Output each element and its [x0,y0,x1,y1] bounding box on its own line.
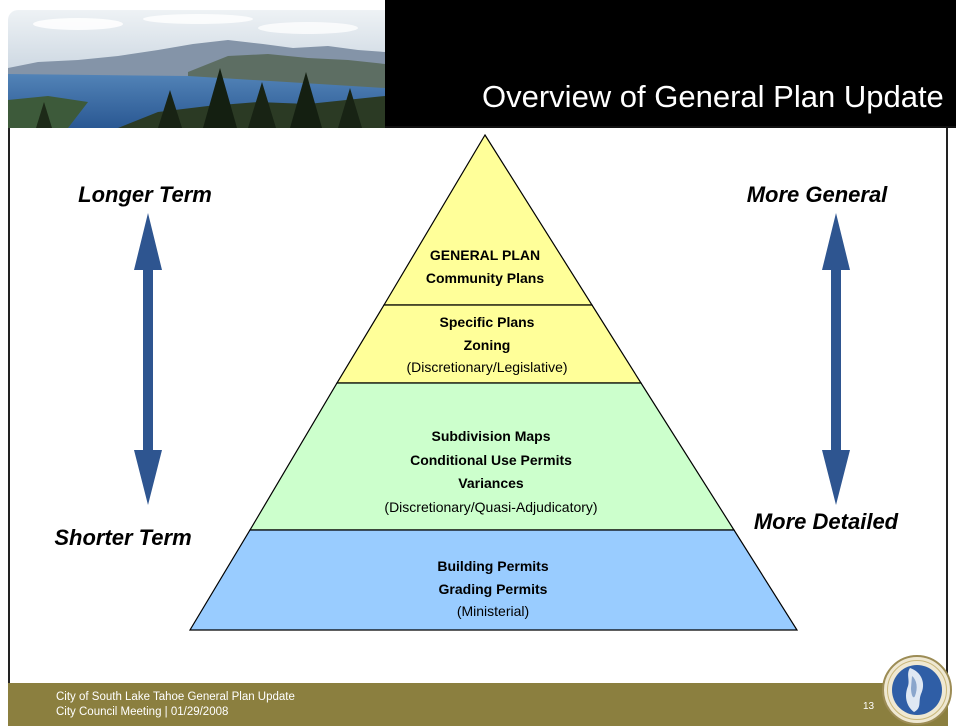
left-frame-line [8,128,10,683]
header-band [385,0,956,128]
left-double-arrow-icon [134,213,162,505]
header-photo [8,10,385,128]
pyramid-tier-text: GENERAL PLAN Community Plans [285,244,685,290]
footer-line-organization: City of South Lake Tahoe General Plan Up… [56,691,295,703]
footer-band [8,683,948,726]
page-number: 13 [863,701,875,712]
pyramid-tier-label: Community Plans [425,269,545,286]
footer-line-meeting: City Council Meeting | 01/29/2008 [56,706,229,718]
city-seal-icon [882,655,952,725]
pyramid-tier-text: Specific Plans Zoning (Discretionary/Leg… [287,311,687,379]
longer-term-label: Longer Term [78,182,212,207]
more-general-label: More General [746,182,888,207]
pyramid-tier-label: GENERAL PLAN [429,246,541,263]
more-detailed-label: More Detailed [753,509,899,534]
pyramid-tier-label: Conditional Use Permits [410,451,572,468]
pyramid-tier-label: Specific Plans [439,314,535,330]
pyramid-tier-label: Zoning [463,336,511,353]
right-double-arrow-icon [822,213,850,505]
pyramid-tier-label: Building Permits [437,558,549,574]
pyramid-tier-building-permits [188,529,799,631]
pyramid-tier-text: Building Permits Grading Permits (Minist… [293,555,693,623]
right-frame-line [946,128,948,683]
slide-title: Overview of General Plan Update [482,79,944,114]
pyramid-tier-text: Subdivision Maps Conditional Use Permits… [291,425,691,519]
pyramid-tier-note: (Discretionary/Quasi-Adjudicatory) [384,498,598,515]
pyramid-tier-label: Grading Permits [438,580,548,597]
pyramid-tier-label: Subdivision Maps [431,428,551,444]
shorter-term-label: Shorter Term [54,525,192,550]
footer-text: City of South Lake Tahoe General Plan Up… [56,690,295,720]
pyramid-tier-note: (Ministerial) [456,603,530,619]
pyramid-tier-label: Variances [458,475,524,491]
pyramid-tier-note: (Discretionary/Legislative) [406,359,568,375]
header-divider [8,126,956,128]
